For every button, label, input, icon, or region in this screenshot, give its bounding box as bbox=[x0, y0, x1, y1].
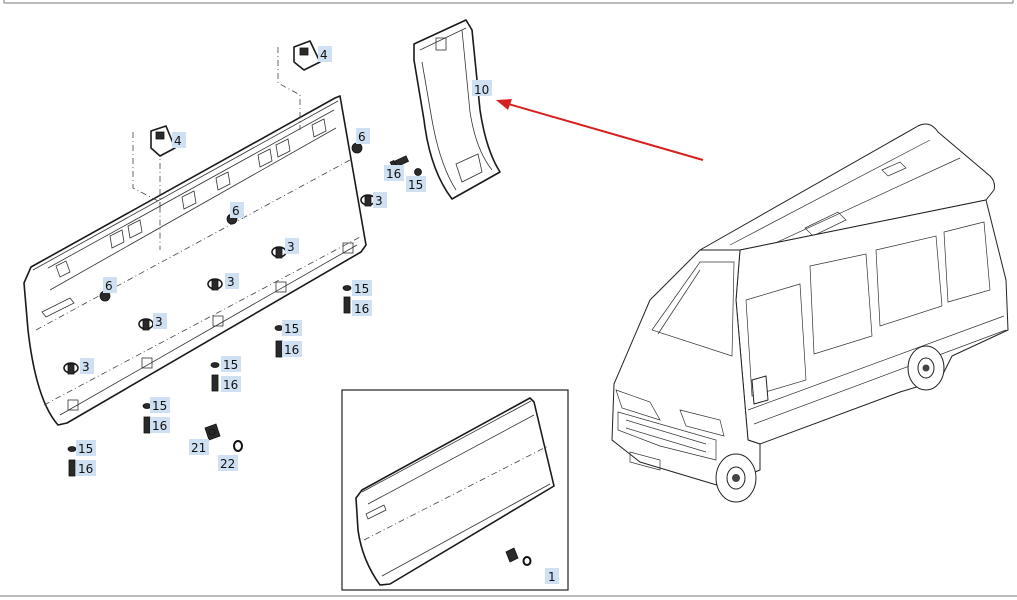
svg-text:16: 16 bbox=[354, 302, 369, 316]
svg-text:15: 15 bbox=[152, 399, 167, 413]
svg-text:6: 6 bbox=[105, 279, 113, 293]
callout-16-b: 16 bbox=[352, 300, 372, 316]
seal-22-icon bbox=[233, 440, 243, 452]
callout-16-f: 16 bbox=[76, 460, 96, 476]
callout-4-top: 4 bbox=[318, 46, 332, 62]
svg-text:15: 15 bbox=[284, 322, 299, 336]
pointer-arrow bbox=[496, 99, 704, 161]
svg-text:22: 22 bbox=[220, 457, 235, 471]
callout-21: 21 bbox=[189, 439, 209, 455]
svg-text:16: 16 bbox=[78, 462, 93, 476]
svg-text:21: 21 bbox=[191, 441, 206, 455]
svg-text:3: 3 bbox=[287, 240, 295, 254]
svg-text:10: 10 bbox=[474, 83, 489, 97]
callout-16-d: 16 bbox=[221, 376, 241, 392]
side-trim-panel bbox=[23, 95, 367, 426]
callout-3-c: 3 bbox=[225, 273, 239, 289]
svg-text:6: 6 bbox=[232, 204, 240, 218]
callout-15-b: 15 bbox=[352, 280, 372, 296]
callout-3-b: 3 bbox=[285, 238, 299, 254]
callout-4-left: 4 bbox=[172, 132, 186, 148]
callout-15-c: 15 bbox=[282, 320, 302, 336]
callout-15-top: 15 bbox=[406, 176, 426, 192]
callout-3-e: 3 bbox=[80, 358, 94, 374]
svg-text:3: 3 bbox=[82, 360, 90, 374]
svg-text:3: 3 bbox=[155, 315, 163, 329]
callout-16-c: 16 bbox=[282, 341, 302, 357]
svg-text:3: 3 bbox=[375, 194, 383, 208]
callout-15-d: 15 bbox=[221, 356, 241, 372]
svg-text:16: 16 bbox=[223, 378, 238, 392]
fastener-21-icon bbox=[204, 423, 221, 441]
callout-labels: 4 4 10 6 6 6 16 15 3 3 3 3 3 15 16 15 16… bbox=[76, 46, 559, 584]
svg-text:16: 16 bbox=[284, 343, 299, 357]
washer-screw-icons bbox=[67, 155, 422, 477]
callout-16-e: 16 bbox=[150, 417, 170, 433]
callout-3-a: 3 bbox=[373, 192, 387, 208]
callout-10: 10 bbox=[472, 80, 492, 97]
panel-bottom-bosses bbox=[67, 242, 354, 411]
callout-15-e: 15 bbox=[150, 397, 170, 413]
callout-6-c: 6 bbox=[103, 277, 117, 293]
callout-6-a: 6 bbox=[356, 128, 370, 144]
svg-text:15: 15 bbox=[78, 442, 93, 456]
svg-text:1: 1 bbox=[548, 570, 556, 584]
callout-1: 1 bbox=[545, 568, 559, 584]
svg-text:6: 6 bbox=[358, 130, 366, 144]
callout-15-f: 15 bbox=[76, 440, 96, 456]
svg-text:15: 15 bbox=[223, 358, 238, 372]
callout-22: 22 bbox=[218, 455, 238, 471]
bracket-4-right bbox=[293, 40, 321, 71]
svg-text:4: 4 bbox=[174, 134, 182, 148]
bracket-4-left bbox=[150, 125, 176, 157]
svg-text:15: 15 bbox=[354, 282, 369, 296]
panel-clip-tabs bbox=[55, 118, 327, 278]
assembly-inset bbox=[341, 389, 569, 591]
svg-text:16: 16 bbox=[386, 167, 401, 181]
callout-6-b: 6 bbox=[230, 202, 244, 218]
svg-text:15: 15 bbox=[408, 178, 423, 192]
van-illustration bbox=[611, 123, 1009, 503]
svg-text:16: 16 bbox=[152, 419, 167, 433]
pillar-trim-10 bbox=[413, 19, 501, 200]
leader-lines bbox=[132, 47, 301, 250]
callout-16-top: 16 bbox=[384, 165, 404, 181]
callout-3-d: 3 bbox=[153, 313, 167, 329]
svg-text:4: 4 bbox=[320, 48, 328, 62]
svg-text:3: 3 bbox=[227, 275, 235, 289]
